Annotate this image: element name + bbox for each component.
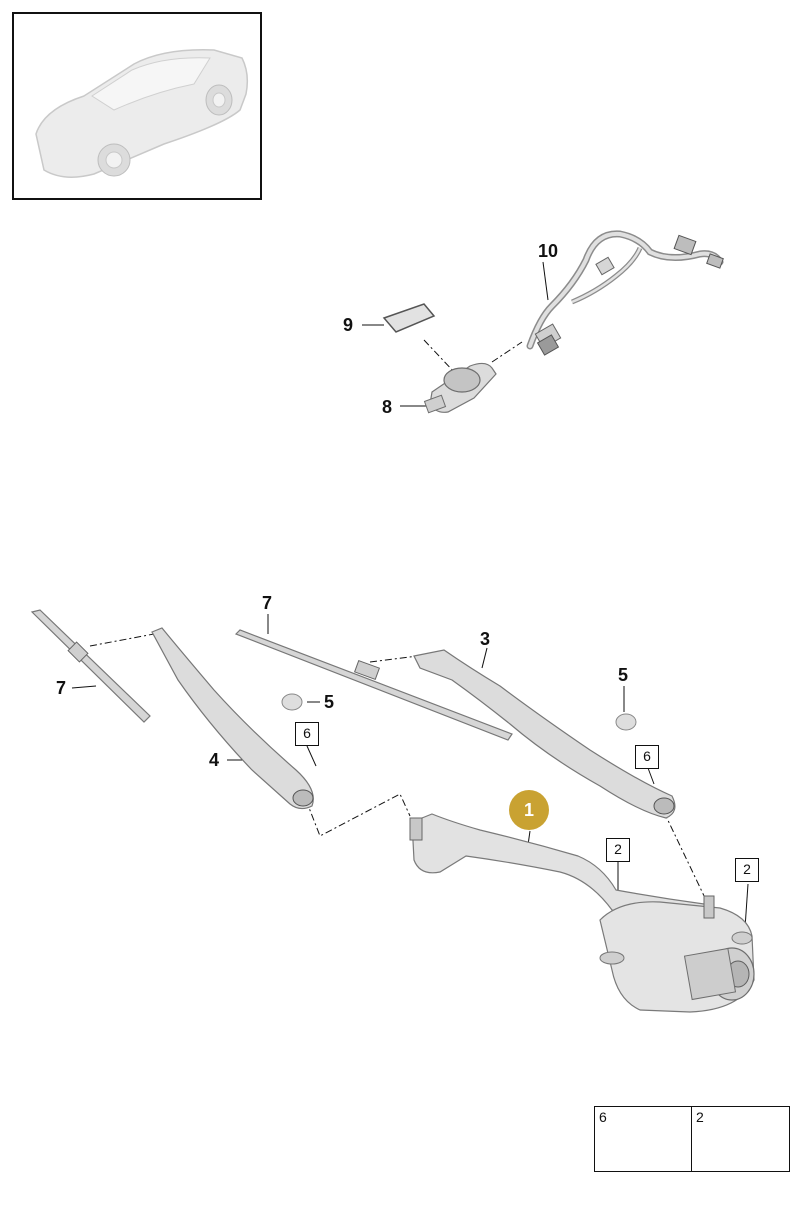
part-7-blade-left — [30, 609, 151, 723]
part-5-cap-right — [615, 713, 637, 731]
part-5-cap-mid — [281, 693, 303, 711]
vehicle-thumbnail — [12, 12, 262, 200]
fastener-legend: 6 2 — [594, 1106, 790, 1172]
callout-4: 4 — [209, 750, 220, 770]
callout-5-right: 5 — [618, 665, 629, 685]
callout-2-right: 2 — [735, 858, 759, 882]
callout-3: 3 — [480, 629, 491, 649]
part-1-wiper-linkage — [409, 813, 755, 1013]
part-9-pad — [382, 303, 436, 333]
legend-number-6: 6 — [599, 1109, 607, 1125]
assembly-line-9-8 — [423, 339, 457, 375]
legend-number-2: 2 — [696, 1109, 704, 1125]
leader-7-left — [71, 685, 97, 689]
part-3-wiper-arm — [413, 649, 676, 819]
callout-6-right: 6 — [635, 745, 659, 769]
leader-2-right — [744, 883, 749, 929]
callout-2-mid: 2 — [606, 838, 630, 862]
leader-3 — [481, 647, 488, 669]
assembly-line-blade-left — [89, 633, 155, 647]
callout-1-highlight[interactable]: 1 — [509, 790, 549, 830]
part-10-harness — [526, 230, 724, 356]
assembly-line-blade-right — [369, 655, 419, 663]
car-silhouette-icon — [35, 49, 249, 178]
legend-cell-bolt: 2 — [692, 1107, 789, 1171]
callout-7-left: 7 — [56, 678, 67, 698]
part-8-sensor — [423, 362, 497, 414]
assembly-line-8-10 — [491, 341, 523, 363]
leader-10 — [542, 261, 549, 301]
leader-6-right — [647, 767, 655, 785]
legend-cell-nut: 6 — [595, 1107, 692, 1171]
assembly-line-arm3-motor — [663, 811, 707, 901]
assembly-line-arm4-linkage — [305, 793, 411, 837]
callout-6-mid: 6 — [295, 722, 319, 746]
callout-9: 9 — [343, 315, 354, 335]
callout-10: 10 — [538, 241, 559, 261]
leader-6-mid — [306, 745, 317, 767]
callout-5-mid: 5 — [324, 692, 335, 712]
part-4-wiper-arm — [151, 627, 314, 810]
callout-8: 8 — [382, 397, 393, 417]
callout-7-top: 7 — [262, 593, 273, 613]
part-7-blade-right — [234, 629, 513, 741]
